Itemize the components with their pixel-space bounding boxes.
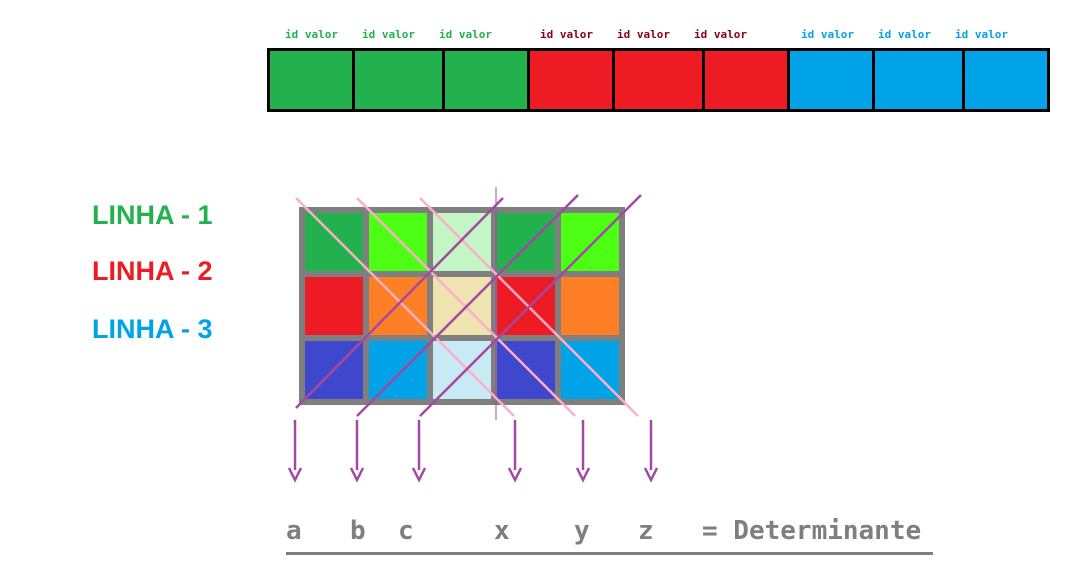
grid-cell — [433, 277, 491, 335]
down-arrow-head — [287, 467, 303, 483]
grid-cell — [497, 277, 555, 335]
memory-cell — [530, 51, 616, 109]
row-label-1: LINHA - 1 — [92, 200, 213, 230]
memory-cell — [875, 51, 965, 109]
ascending-diagonal — [356, 194, 579, 417]
down-arrow-head — [411, 467, 427, 483]
grid-cell — [561, 213, 619, 271]
memory-label: id valor — [617, 28, 670, 41]
ascending-diagonal — [419, 194, 642, 417]
grid-cell — [497, 341, 555, 399]
grid-cell — [497, 213, 555, 271]
memory-cell — [704, 51, 790, 109]
memory-label: id valor — [362, 28, 415, 41]
memory-label: id valor — [878, 28, 931, 41]
result-label-a: a — [286, 516, 302, 546]
grid-cell — [561, 277, 619, 335]
grid-cell — [369, 341, 427, 399]
down-arrow-head — [575, 467, 591, 483]
grid-cell — [305, 213, 363, 271]
descending-diagonal — [295, 197, 515, 417]
result-label-c: c — [398, 516, 414, 546]
grid-cell — [369, 213, 427, 271]
down-arrow-head — [507, 467, 523, 483]
memory-array — [267, 48, 1050, 112]
row-label-2: LINHA - 2 — [92, 256, 213, 286]
memory-label: id valor — [285, 28, 338, 41]
down-arrow-head — [349, 467, 365, 483]
result-label-z: z — [638, 516, 654, 546]
grid-cell — [433, 341, 491, 399]
memory-cell — [790, 51, 876, 109]
memory-cell — [964, 51, 1050, 109]
result-label-x: x — [494, 516, 510, 546]
memory-cell — [615, 51, 705, 109]
memory-label: id valor — [801, 28, 854, 41]
grid-cell — [561, 341, 619, 399]
down-arrow-head — [643, 467, 659, 483]
result-label-determinante: = Determinante — [702, 516, 922, 546]
memory-cell — [270, 51, 356, 109]
memory-cell — [444, 51, 530, 109]
ascending-diagonal — [295, 197, 504, 409]
result-label-b: b — [350, 516, 366, 546]
row-label-3: LINHA - 3 — [92, 314, 213, 344]
memory-cell — [355, 51, 445, 109]
memory-label: id valor — [694, 28, 747, 41]
result-label-y: y — [574, 516, 590, 546]
grid-cell — [305, 277, 363, 335]
memory-label: id valor — [540, 28, 593, 41]
grid-cell — [433, 213, 491, 271]
memory-label: id valor — [955, 28, 1008, 41]
result-underline — [286, 552, 933, 555]
memory-label: id valor — [439, 28, 492, 41]
